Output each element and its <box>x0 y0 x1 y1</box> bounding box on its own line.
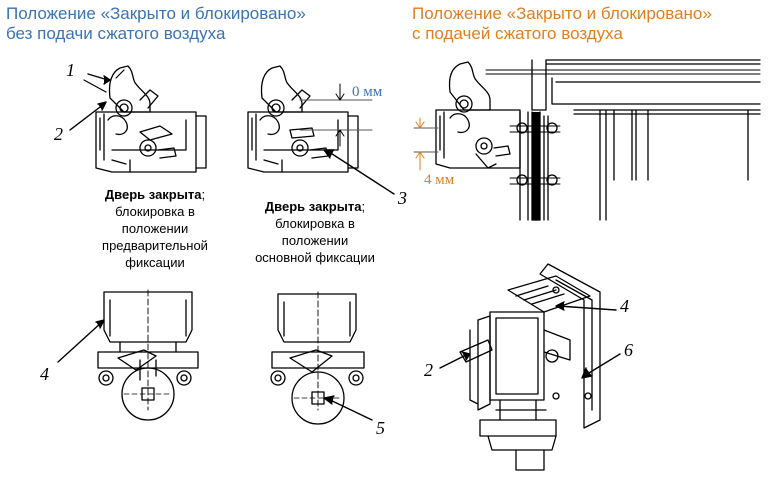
caption-pre-lock-line4: предварительной <box>102 238 208 253</box>
header-right-line1: Положение «Закрыто и блокировано» <box>412 4 712 23</box>
caption-main-lock-semicolon: ; <box>361 199 366 214</box>
caption-main-lock-line3: положении <box>281 233 349 248</box>
measurement-zero-text: 0 мм <box>352 84 383 100</box>
callout-1: 1 <box>66 60 75 80</box>
caption-pre-lock-semicolon: ; <box>201 187 206 202</box>
caption-main-lock-bold: Дверь закрыта <box>264 199 362 214</box>
caption-pre-lock: Дверь закрыта; блокировка в положении пр… <box>70 186 240 271</box>
caption-main-lock-line1: Дверь закрыта; <box>230 198 400 215</box>
callout-4-right: 4 <box>620 296 629 316</box>
callout-2-top: 2 <box>54 124 63 144</box>
callout-2-bottom: 2 <box>424 360 433 380</box>
caption-pre-lock-bold: Дверь закрыта <box>104 187 202 202</box>
header-right: Положение «Закрыто и блокировано» с пода… <box>412 4 712 44</box>
caption-main-lock: Дверь закрыта; блокировка в положении ос… <box>230 198 400 266</box>
caption-main-lock-line2: блокировка в <box>275 216 355 231</box>
latch-drawing-pre-lock <box>83 65 207 173</box>
caption-pre-lock-line2: блокировка в <box>115 204 195 219</box>
callout-4-left: 4 <box>40 364 49 384</box>
lock-assembly-isometric <box>459 263 601 471</box>
latch-drawing-main-lock <box>247 65 373 173</box>
header-right-line2: с подачей сжатого воздуха <box>412 24 623 43</box>
lock-front-view-main-lock <box>270 291 365 425</box>
callout-5: 5 <box>376 418 385 438</box>
header-left-line1: Положение «Закрыто и блокировано» <box>6 4 306 23</box>
measurement-zero: 0 мм <box>352 84 382 101</box>
lock-front-view-pre-lock <box>97 289 199 421</box>
caption-main-lock-line4: основной фиксации <box>255 250 375 265</box>
caption-pre-lock-line3: положении <box>121 221 189 236</box>
measurement-four: 4 мм <box>424 172 454 189</box>
callout-arrows <box>57 73 621 421</box>
measurement-four-text: 4 мм <box>424 172 455 188</box>
caption-pre-lock-line1: Дверь закрыта; <box>70 186 240 203</box>
header-left: Положение «Закрыто и блокировано» без по… <box>6 4 306 44</box>
latch-drawing-with-air <box>413 59 761 221</box>
header-left-line2: без подачи сжатого воздуха <box>6 24 226 43</box>
callout-6: 6 <box>624 340 633 360</box>
callout-3: 3 <box>398 188 407 208</box>
caption-pre-lock-line5: фиксации <box>125 255 185 270</box>
